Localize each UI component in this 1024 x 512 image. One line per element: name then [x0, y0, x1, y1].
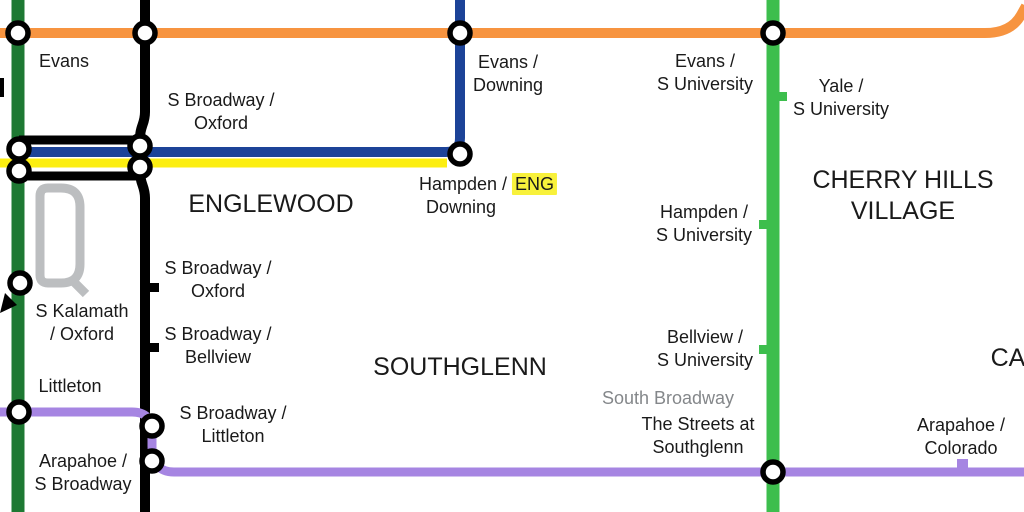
evans-s-university-label-text: Evans /: [674, 50, 736, 71]
s-broadway-oxford-upper-label: S Broadway /Oxford: [167, 89, 274, 135]
arapahoe-colorado-label: Arapahoe /Colorado: [917, 414, 1005, 460]
continues-southwest-arrow: [0, 293, 17, 313]
bellview-s-university-label-text: S University: [656, 349, 754, 370]
evans-label: Evans: [39, 50, 89, 73]
s-broadway-bellview-label-text: Bellview: [184, 346, 252, 367]
s-kalamath-oxford-label-text: / Oxford: [49, 323, 115, 344]
hampden-s-university-label: Hampden /S University: [656, 201, 752, 247]
arapahoe-s-broadway-label: Arapahoe /S Broadway: [34, 450, 131, 496]
evans-downing-label: Evans /Downing: [473, 51, 543, 97]
englewood-label: ENGLEWOOD: [188, 189, 353, 220]
s-broadway-oxford-upper-label-text: S Broadway /: [167, 89, 275, 110]
hampden-downing-station: [447, 141, 473, 167]
left-edge-line-stub: [0, 78, 4, 97]
s-broadway-oxford-tick: [145, 283, 159, 292]
s-kalamath-oxford-station: [7, 270, 33, 296]
evans-downing-label-text: Downing: [472, 74, 544, 95]
gray-loop-tail: [66, 274, 90, 298]
bellview-s-university-label-text: Bellview /: [666, 326, 744, 347]
broadway-junction-upper-station: [127, 133, 153, 159]
littleton-label: Littleton: [38, 375, 101, 398]
evans-station: [5, 20, 31, 46]
castlewood-partial-label: CA: [991, 343, 1024, 374]
streets-at-southglenn-label-text: The Streets at: [641, 413, 755, 434]
bellview-s-university-tick: [759, 345, 773, 354]
s-kalamath-oxford-label: S Kalamath/ Oxford: [35, 300, 128, 346]
yale-s-university-label-text: S University: [792, 98, 890, 119]
south-broadway-label: South Broadway: [602, 387, 734, 410]
s-broadway-bellview-label: S Broadway /Bellview: [164, 323, 271, 369]
littleton-label-text: Littleton: [38, 375, 102, 396]
s-broadway-bellview-label-text: S Broadway /: [164, 323, 272, 344]
hampden-s-university-tick: [759, 220, 773, 229]
arapahoe-s-broadway-station: [139, 448, 165, 474]
evans-label-text: Evans: [38, 50, 90, 71]
west-junction-lower-station: [6, 158, 32, 184]
south-broadway-label-text: South Broadway: [601, 387, 735, 408]
hampden-s-university-label-text: Hampden /: [659, 201, 749, 222]
cherry-hills-village-label-text: VILLAGE: [850, 196, 956, 225]
englewood-label-text: ENGLEWOOD: [188, 189, 354, 218]
evans-s-university-station: [760, 20, 786, 46]
arapahoe-colorado-tick: [957, 459, 968, 471]
evans-downing-label-text: Evans /: [477, 51, 539, 72]
s-broadway-littleton-label-text: Littleton: [201, 425, 265, 446]
hampden-downing-label-text: Hampden /: [418, 173, 513, 194]
yale-s-university-label-text: Yale /: [818, 75, 864, 96]
hampden-downing-label: Hampden / ENG Downing: [405, 172, 558, 219]
purple-line: [0, 407, 1024, 477]
evans-s-broadway-station: [132, 20, 158, 46]
west-junction-upper-station: [6, 136, 32, 162]
streets-at-southglenn-label-text: Southglenn: [652, 436, 744, 457]
hampden-downing-label-text: Downing: [425, 196, 497, 217]
bellview-s-university-label: Bellview /S University: [657, 326, 753, 372]
broadway-junction-lower-station: [127, 154, 153, 180]
hampden-s-university-label-text: S University: [655, 224, 753, 245]
s-kalamath-oxford-label-text: S Kalamath: [35, 300, 129, 321]
evans-downing-station: [447, 20, 473, 46]
s-broadway-oxford-upper-label-text: Oxford: [193, 112, 249, 133]
littleton-station: [6, 399, 32, 425]
arapahoe-colorado-label-text: Colorado: [924, 437, 998, 458]
evans-s-university-label: Evans /S University: [657, 50, 753, 96]
arapahoe-s-broadway-label-text: Arapahoe /: [38, 450, 128, 471]
yale-s-university-label: Yale /S University: [793, 75, 889, 121]
s-broadway-littleton-label-text: S Broadway /: [179, 402, 287, 423]
s-broadway-littleton-label: S Broadway /Littleton: [179, 402, 286, 448]
castlewood-partial-label-text: CA: [990, 343, 1024, 372]
gray-loop: [35, 183, 85, 288]
orange-line: [0, 3, 1024, 38]
yale-s-university-tick: [773, 92, 787, 101]
s-broadway-oxford-mid-label-text: S Broadway /: [164, 257, 272, 278]
hampden-downing-label-highlight: ENG: [512, 172, 558, 195]
southglenn-label: SOUTHGLENN: [373, 352, 547, 383]
arapahoe-s-broadway-label-text: S Broadway: [34, 473, 132, 494]
arapahoe-colorado-label-text: Arapahoe /: [916, 414, 1006, 435]
evans-s-university-label-text: S University: [656, 73, 754, 94]
southglenn-label-text: SOUTHGLENN: [373, 352, 547, 381]
cherry-hills-village-label-text: CHERRY HILLS: [812, 165, 994, 194]
streets-at-southglenn-station: [760, 459, 786, 485]
s-broadway-bellview-tick: [145, 343, 159, 352]
s-broadway-oxford-mid-label-text: Oxford: [190, 280, 246, 301]
s-broadway-littleton-station: [139, 413, 165, 439]
s-broadway-oxford-mid-label: S Broadway /Oxford: [164, 257, 271, 303]
